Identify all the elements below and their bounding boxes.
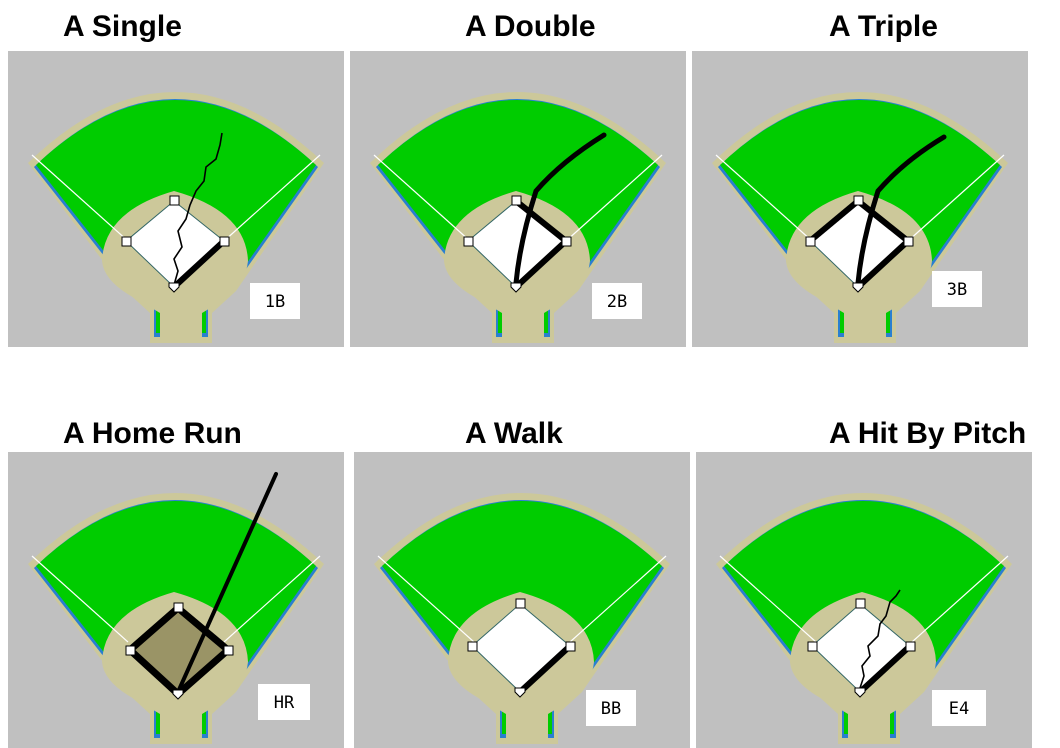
scorecard-double: 2B <box>350 51 686 347</box>
second-base-icon <box>170 196 179 205</box>
third-base-icon <box>468 642 477 651</box>
panel-title-single: A Single <box>63 12 182 42</box>
scorecard-single: 1B <box>8 51 344 347</box>
third-base-icon <box>464 237 473 246</box>
third-base-icon <box>126 646 135 655</box>
third-base-icon <box>122 237 131 246</box>
panel-title-hit-by-pitch: A Hit By Pitch <box>829 419 1026 449</box>
play-code: 1B <box>265 292 285 312</box>
third-base-icon <box>808 642 817 651</box>
play-code: E4 <box>949 699 969 719</box>
panel-title-triple: A Triple <box>829 12 938 42</box>
first-base-icon <box>906 642 915 651</box>
play-code: 3B <box>947 280 967 300</box>
scorecard-walk: BB <box>354 452 690 748</box>
second-base-icon <box>856 599 865 608</box>
third-base-icon <box>806 237 815 246</box>
scorecard-home-run: HR <box>8 452 344 748</box>
first-base-icon <box>566 642 575 651</box>
play-code: HR <box>274 693 295 713</box>
play-code: BB <box>601 699 621 719</box>
second-base-icon <box>174 603 183 612</box>
scorecard-triple: 3B <box>692 51 1028 347</box>
play-code: 2B <box>607 292 627 312</box>
first-base-icon <box>220 237 229 246</box>
panel-title-double: A Double <box>465 12 596 42</box>
first-base-icon <box>224 646 233 655</box>
panel-title-walk: A Walk <box>465 419 563 449</box>
first-base-icon <box>562 237 571 246</box>
panel-title-home-run: A Home Run <box>63 419 242 449</box>
first-base-icon <box>904 237 913 246</box>
second-base-icon <box>512 196 521 205</box>
scorecard-hit-by-pitch: E4 <box>696 452 1032 748</box>
second-base-icon <box>854 196 863 205</box>
second-base-icon <box>516 599 525 608</box>
